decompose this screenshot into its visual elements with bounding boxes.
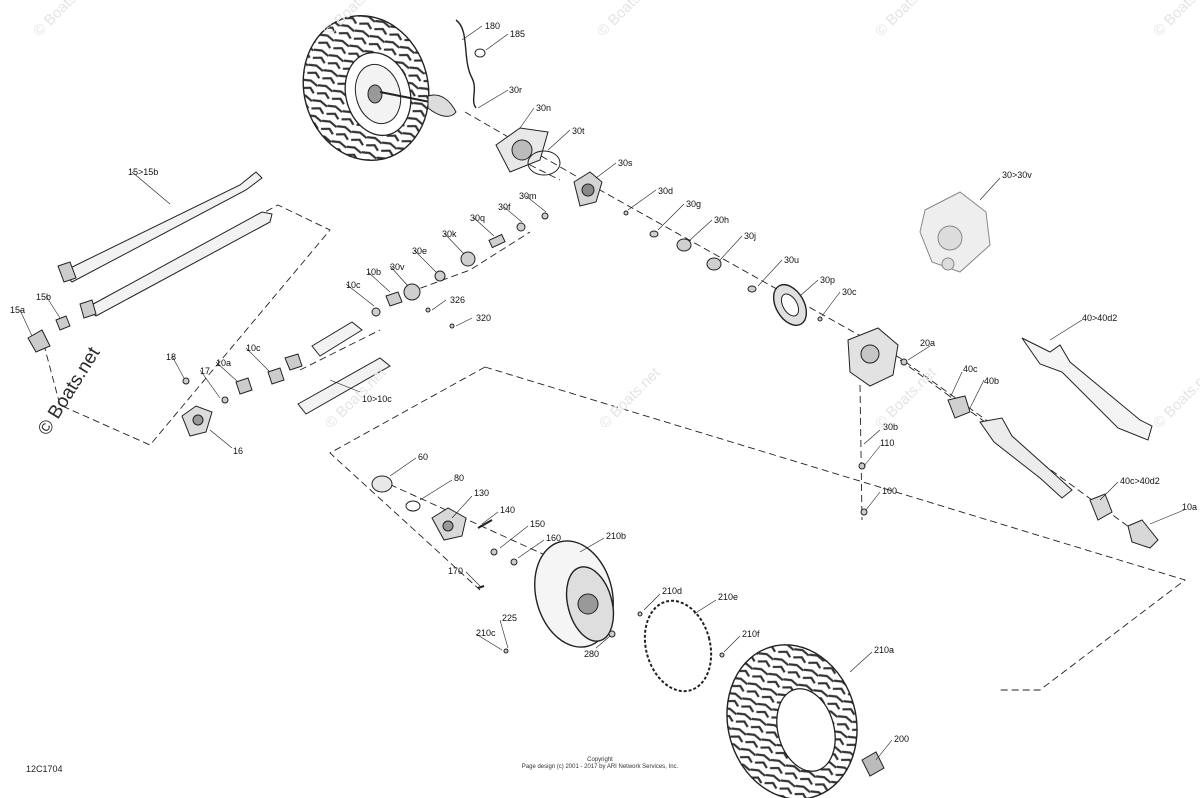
callout-30c: 30c bbox=[842, 287, 857, 297]
callout-10c-lower: 10c bbox=[246, 343, 261, 353]
callout-17: 17 bbox=[200, 366, 211, 376]
callout-10b: 10b bbox=[366, 267, 382, 277]
callout-10a-left: 10a bbox=[216, 358, 232, 368]
callout-130: 130 bbox=[474, 488, 490, 498]
callout-30-30v: 30>30v bbox=[1002, 170, 1032, 180]
callout-30r: 30r bbox=[509, 85, 523, 95]
callout-326: 326 bbox=[450, 295, 466, 305]
callout-20a: 20a bbox=[920, 338, 936, 348]
rear-cover-30n bbox=[495, 127, 549, 173]
callout-170: 170 bbox=[448, 566, 464, 576]
callout-320: 320 bbox=[476, 313, 492, 323]
callout-150: 150 bbox=[530, 519, 546, 529]
callout-15-15b: 15>15b bbox=[128, 167, 159, 177]
callout-160: 160 bbox=[546, 533, 562, 543]
callout-210c: 210c bbox=[476, 628, 496, 638]
callout-60: 60 bbox=[418, 452, 429, 462]
callout-30t: 30t bbox=[572, 126, 585, 136]
callout-30q: 30q bbox=[470, 213, 486, 223]
center-shafts bbox=[182, 321, 391, 415]
wheel-rim-210b bbox=[534, 540, 615, 648]
callout-210f: 210f bbox=[742, 629, 760, 639]
callout-16: 16 bbox=[233, 446, 244, 456]
upper-tire-assembly bbox=[302, 14, 486, 162]
gearbox-housing bbox=[847, 327, 899, 387]
callout-180: 180 bbox=[485, 21, 501, 31]
callout-10c-upper: 10c bbox=[346, 280, 361, 290]
callout-30j: 30j bbox=[744, 231, 757, 241]
callout-185: 185 bbox=[510, 29, 526, 39]
callout-210b: 210b bbox=[606, 531, 627, 541]
callout-30b: 30b bbox=[883, 422, 899, 432]
callout-40c-40d2: 40c>40d2 bbox=[1120, 476, 1160, 486]
callout-100: 100 bbox=[882, 486, 898, 496]
callout-210e: 210e bbox=[718, 592, 739, 602]
callout-225: 225 bbox=[502, 613, 518, 623]
differential-assembly-30-30v bbox=[919, 191, 991, 273]
copyright-line-2: Page design (c) 2001 - 2017 by ARI Netwo… bbox=[521, 764, 679, 770]
callout-30s: 30s bbox=[618, 158, 633, 168]
callout-18: 18 bbox=[166, 352, 177, 362]
wheel-hub-parts bbox=[371, 475, 518, 589]
callout-40b: 40b bbox=[984, 376, 1000, 386]
copyright-notice: Copyright Page design (c) 2001 - 2017 by… bbox=[520, 757, 680, 771]
callout-140: 140 bbox=[500, 505, 516, 515]
axle-shafts-right bbox=[947, 337, 1159, 549]
o-ring-30t bbox=[527, 150, 561, 176]
callout-30g: 30g bbox=[686, 199, 702, 209]
callout-200: 200 bbox=[894, 734, 910, 744]
callout-30k: 30k bbox=[442, 229, 457, 239]
callout-30p: 30p bbox=[820, 275, 836, 285]
callout-30m: 30m bbox=[519, 191, 537, 201]
callout-210a: 210a bbox=[874, 645, 895, 655]
callout-30d: 30d bbox=[658, 186, 674, 196]
carrier-bearing-16 bbox=[181, 405, 213, 437]
differential-30s bbox=[573, 171, 603, 207]
ring-gear-30p bbox=[772, 284, 808, 326]
callout-30n: 30n bbox=[536, 103, 552, 113]
callout-80: 80 bbox=[454, 473, 465, 483]
diagram-code: 12C1704 bbox=[26, 764, 63, 774]
callout-10-10c: 10>10c bbox=[362, 394, 392, 404]
callout-30e: 30e bbox=[412, 246, 428, 256]
callout-30v: 30v bbox=[390, 262, 405, 272]
callout-40-40d2: 40>40d2 bbox=[1082, 313, 1118, 323]
callout-280: 280 bbox=[584, 649, 600, 659]
callout-15b: 15b bbox=[36, 292, 52, 302]
callout-15a: 15a bbox=[10, 305, 26, 315]
callout-210d: 210d bbox=[662, 586, 683, 596]
callout-30h: 30h bbox=[714, 215, 730, 225]
callout-10a-right: 10a bbox=[1182, 502, 1198, 512]
callout-40c: 40c bbox=[963, 364, 978, 374]
beadlock-ring-210e bbox=[643, 599, 713, 693]
callout-30u: 30u bbox=[784, 255, 800, 265]
copyright-line-1: Copyright bbox=[587, 757, 613, 763]
prop-shafts-left bbox=[27, 171, 273, 353]
callout-110: 110 bbox=[880, 438, 895, 448]
callout-30f: 30f bbox=[498, 202, 511, 212]
lower-tire-210a bbox=[726, 644, 858, 798]
